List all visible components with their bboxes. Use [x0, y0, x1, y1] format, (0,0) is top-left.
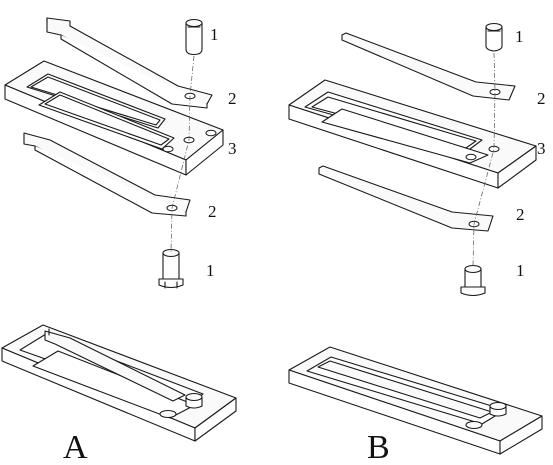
callout-b-1-top: 1: [515, 27, 524, 46]
pin-bottom-b: [460, 264, 486, 297]
panel-b-letter: B: [367, 429, 390, 465]
pin-top-a: [185, 18, 203, 56]
strip-bottom-a: [23, 132, 191, 217]
axis-b: [472, 52, 496, 267]
callout-a-3: 3: [228, 139, 237, 158]
callout-b-2-top: 2: [537, 89, 546, 108]
panel-b-exploded: [288, 22, 537, 297]
frame-b: [288, 79, 537, 189]
callout-a-1-bottom: 1: [206, 261, 215, 280]
callout-a-2-top: 2: [228, 89, 237, 108]
panel-a-exploded: [4, 17, 224, 289]
pin-bottom-a: [158, 248, 184, 289]
strip-b-top: [341, 32, 516, 101]
callout-b-1-bottom: 1: [516, 261, 525, 280]
callout-b-2-bottom: 2: [516, 205, 525, 224]
panel-a-callouts: 1 2 3 2 1: [206, 25, 237, 280]
panel-a-assembled: [1, 324, 237, 442]
axis-a: [170, 55, 195, 253]
callout-a-2-bottom: 2: [208, 202, 217, 221]
panel-b-assembled: [288, 346, 543, 455]
pin-top-b: [485, 22, 503, 52]
callout-b-3: 3: [537, 139, 546, 158]
panel-b-callouts: 1 2 3 2 1: [515, 27, 546, 280]
panel-a-letter: A: [63, 429, 88, 465]
frame-a: [4, 60, 224, 176]
callout-a-1-top: 1: [210, 25, 219, 44]
